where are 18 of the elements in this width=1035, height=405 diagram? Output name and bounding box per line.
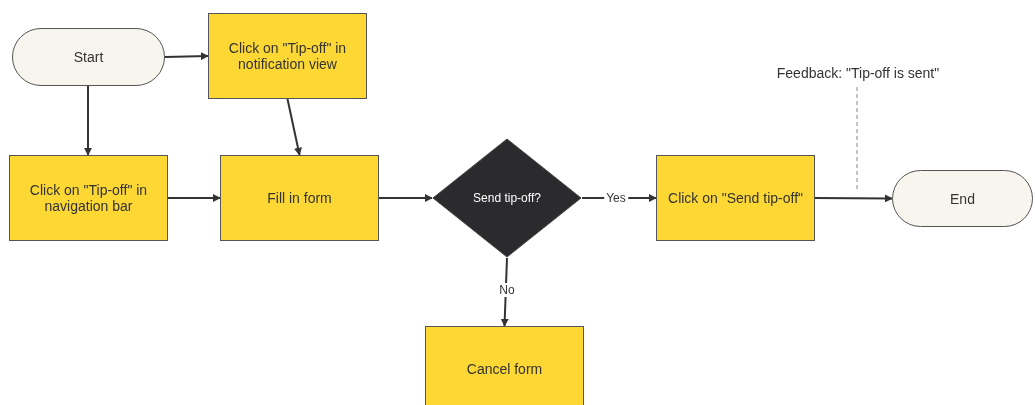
arrow [167, 194, 221, 202]
arrow [286, 98, 302, 156]
arrow [814, 194, 893, 203]
edge-label: Yes [604, 191, 628, 205]
edge-label: No [497, 283, 517, 297]
start-terminal: Start [12, 28, 165, 86]
arrow [84, 85, 92, 156]
process-box: Click on "Tip-off" in notification view [208, 13, 367, 99]
process-box: Fill in form [220, 155, 379, 241]
arrow [164, 52, 209, 61]
end-terminal: End [892, 170, 1033, 227]
process-box: Click on "Send tip-off" [656, 155, 815, 241]
process-box: Click on "Tip-off" in navigation bar [9, 155, 168, 241]
decision-text: Send tip-off? [473, 191, 541, 205]
arrow [378, 194, 433, 202]
leader-line [856, 86, 858, 190]
feedback-note: Feedback: "Tip-off is sent" [760, 63, 956, 83]
process-box: Cancel form [425, 326, 584, 405]
